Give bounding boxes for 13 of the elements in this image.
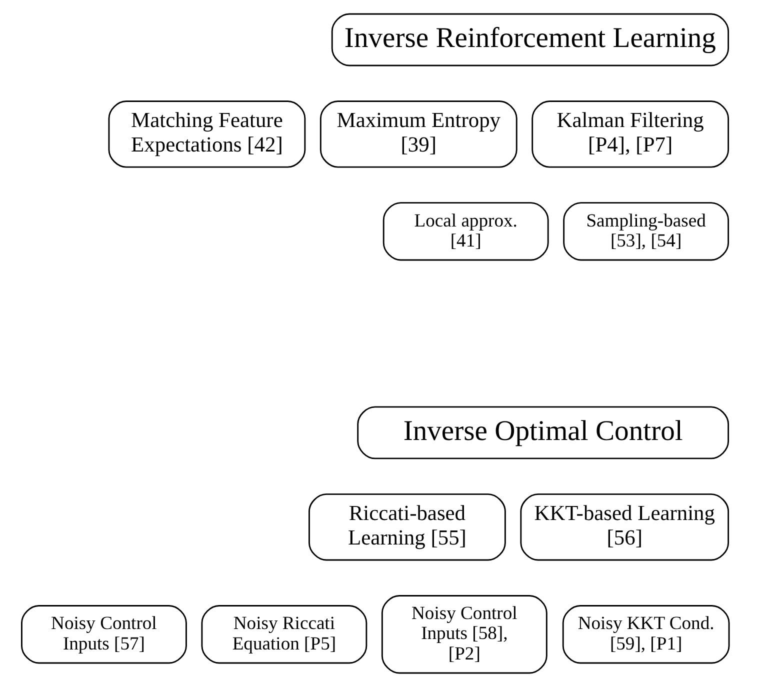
node-box: Sampling-based [53], [54]	[563, 202, 730, 261]
node-box: Inverse Reinforcement Learning	[331, 13, 730, 66]
node-box: Matching Feature Expectations [42]	[108, 100, 306, 168]
node-box: Noisy Control Inputs [58], [P2]	[381, 595, 548, 674]
node-box: Noisy Riccati Equation [P5]	[201, 605, 368, 664]
node-box: Noisy Control Inputs [57]	[21, 605, 187, 664]
node-box: Inverse Optimal Control	[357, 406, 730, 460]
node-box: Noisy KKT Cond. [59], [P1]	[562, 605, 730, 664]
node-box: Riccati-based Learning [55]	[308, 493, 506, 561]
node-box: Local approx. [41]	[382, 202, 549, 261]
node-box: Kalman Filtering [P4], [P7]	[532, 100, 730, 168]
node-box: Maximum Entropy [39]	[320, 100, 518, 168]
node-box: KKT-based Learning [56]	[520, 493, 730, 561]
